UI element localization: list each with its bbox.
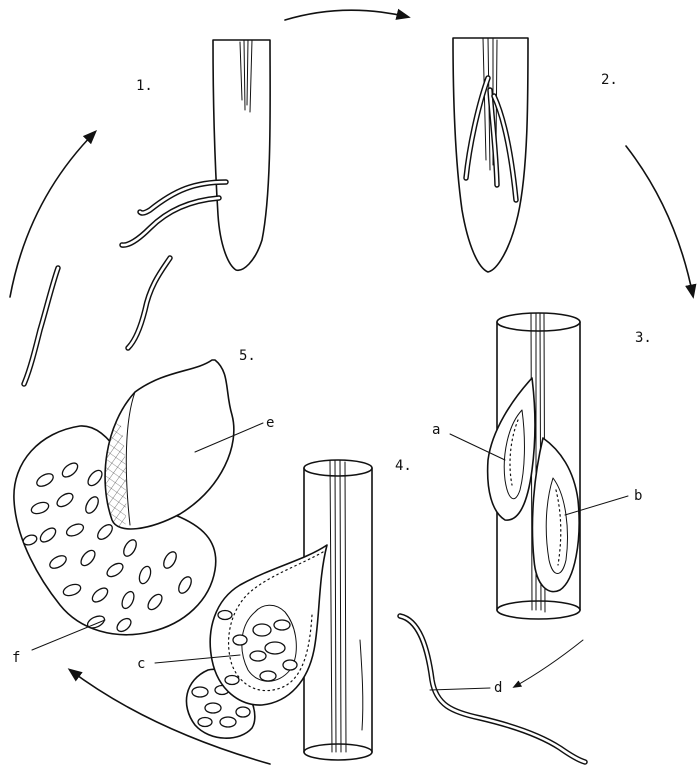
stage-label-5: 5. [239,348,256,364]
part-label-a: a [432,422,440,438]
stage-3-root-section [488,313,580,619]
arrow-3-to-4 [514,640,583,687]
stage-label-2: 2. [601,72,618,88]
stage-5-cyst-and-eggs [14,360,234,635]
stage-label-1: 1. [136,78,153,94]
stage-label-4: 4. [395,458,412,474]
leader-f [32,620,105,650]
juvenile-entering-root [122,182,226,245]
stage-4-root-section [186,460,372,760]
part-label-d: d [494,680,502,696]
arrow-5-to-1 [10,132,95,297]
part-label-b: b [634,488,642,504]
free-juveniles-in-soil [24,258,170,384]
part-label-c: c [137,656,145,672]
stage-label-3: 3. [635,330,652,346]
leader-d [430,688,490,690]
arrow-1-to-2 [285,10,408,20]
stage-2-root-tip [453,38,528,272]
part-label-f: f [12,650,20,666]
juvenile-d [400,616,585,762]
arrow-2-to-3 [626,146,693,296]
part-label-e: e [266,415,274,431]
cyst-e [95,360,234,540]
